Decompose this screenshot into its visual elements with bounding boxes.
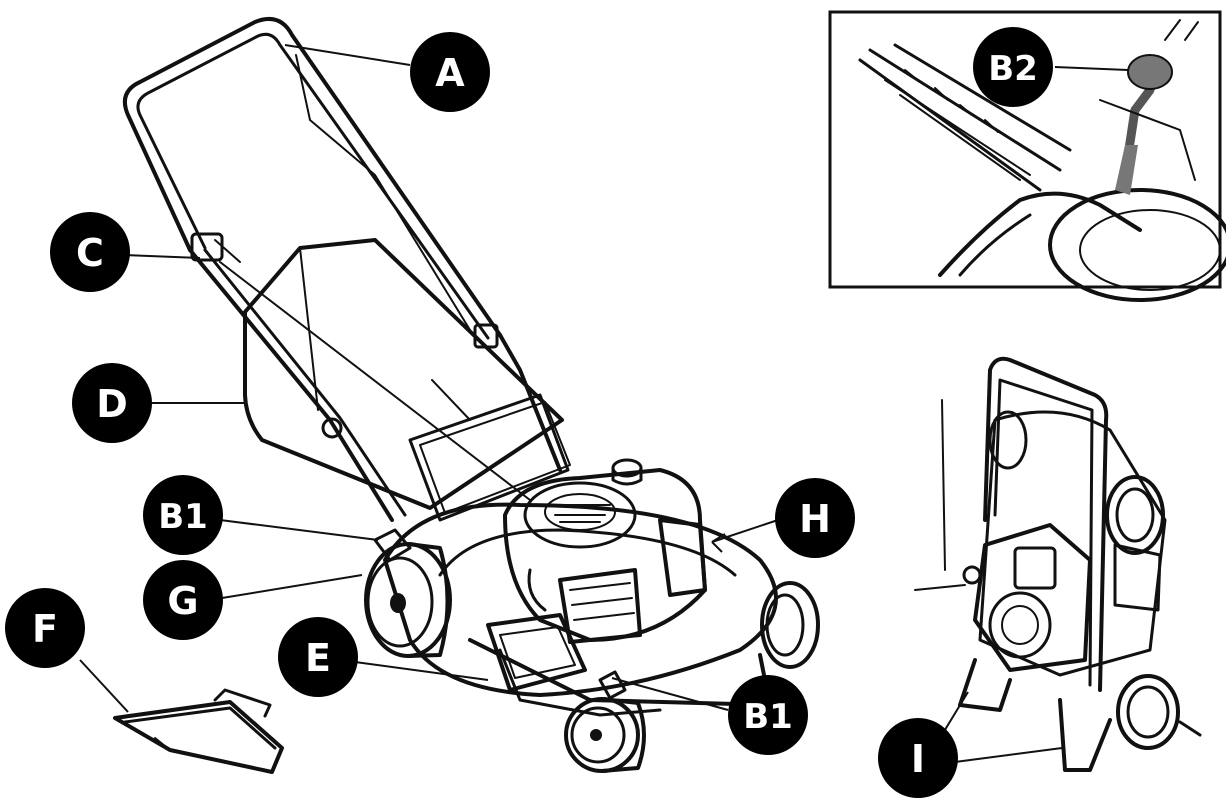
svg-text:B2: B2	[988, 49, 1038, 89]
mulch-deflector-illustration	[113, 688, 284, 774]
svg-text:I: I	[911, 737, 925, 781]
label-g: G	[143, 560, 223, 640]
svg-text:H: H	[799, 497, 831, 541]
leader-lines	[79, 44, 1129, 763]
label-b2: B2	[973, 27, 1053, 107]
svg-text:C: C	[76, 231, 104, 275]
label-a: A	[410, 32, 490, 112]
folded-mower-illustration	[914, 356, 1202, 772]
label-h: H	[775, 478, 855, 558]
label-e: E	[278, 617, 358, 697]
svg-text:B1: B1	[158, 497, 208, 537]
svg-text:E: E	[305, 636, 331, 680]
svg-text:A: A	[435, 51, 465, 95]
label-b1-rear: B1	[143, 475, 223, 555]
svg-text:D: D	[96, 382, 128, 426]
svg-text:F: F	[32, 607, 58, 651]
svg-text:B1: B1	[743, 697, 793, 737]
main-mower-illustration	[123, 17, 820, 773]
label-i: I	[878, 718, 958, 798]
label-b1-front: B1	[728, 675, 808, 755]
svg-text:G: G	[167, 579, 198, 623]
label-c: C	[50, 212, 130, 292]
label-d: D	[72, 363, 152, 443]
label-f: F	[5, 588, 85, 668]
